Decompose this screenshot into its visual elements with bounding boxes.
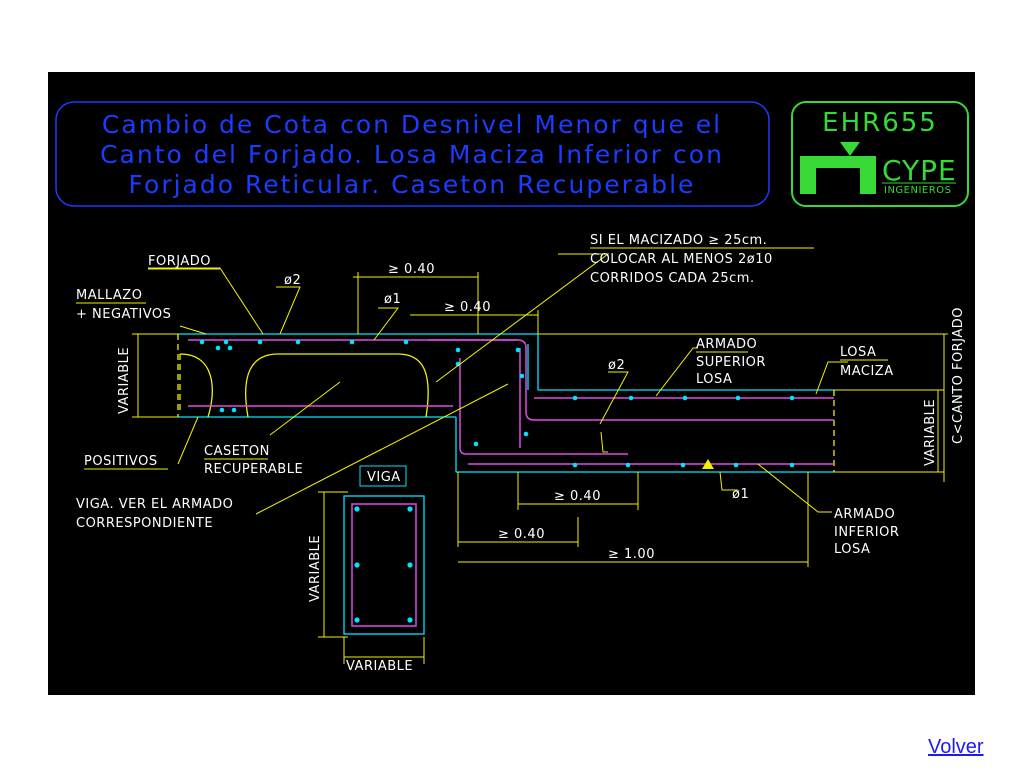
- title-line-3: Forjado Reticular. Caseton Recuperable: [129, 170, 696, 199]
- level-marker-icon: [702, 459, 714, 469]
- cype-logo: EHR655 CYPE INGENIEROS: [791, 101, 969, 207]
- label-caseton: CASETON: [204, 444, 270, 459]
- logo-brand: CYPE: [882, 154, 957, 187]
- beam-section: [343, 465, 425, 635]
- label-viga-note-1: VIGA. VER EL ARMADO: [76, 497, 233, 512]
- label-maciza: MACIZA: [840, 364, 894, 379]
- logo-code: EHR655: [822, 108, 938, 138]
- labels: FORJADO MALLAZO + NEGATIVOS VARIABLE POS…: [76, 233, 966, 674]
- label-armado-inf-3: LOSA: [834, 542, 870, 557]
- label-mallazo: MALLAZO: [76, 288, 142, 303]
- caseton-voids: [177, 334, 835, 472]
- dim-040-a: ≥ 0.40: [388, 262, 435, 277]
- label-viga-box: VIGA: [367, 470, 401, 485]
- dim-100: ≥ 1.00: [608, 547, 655, 562]
- label-variable-right: VARIABLE: [923, 399, 938, 466]
- label-viga-note-2: CORRESPONDIENTE: [76, 516, 213, 531]
- label-phi2-top: ø2: [284, 273, 301, 288]
- note-line-3: CORRIDOS CADA 25cm.: [590, 271, 755, 286]
- logo-sub: INGENIEROS: [884, 185, 951, 196]
- label-forjado: FORJADO: [148, 254, 211, 269]
- label-positivos: POSITIVOS: [84, 454, 158, 469]
- label-armado-sup-3: LOSA: [696, 372, 732, 387]
- cad-drawing: Cambio de Cota con Desnivel Menor que el…: [48, 72, 975, 695]
- detail-drawing: Cambio de Cota con Desnivel Menor que el…: [55, 101, 969, 674]
- dimension-lines: [132, 272, 948, 664]
- note-line-1: SI EL MACIZADO ≥ 25cm.: [590, 233, 767, 248]
- rebar-dots: [199, 339, 795, 468]
- label-armado-inf-1: ARMADO: [834, 507, 895, 522]
- title-line-1: Cambio de Cota con Desnivel Menor que el: [102, 110, 722, 139]
- title-block: Cambio de Cota con Desnivel Menor que el…: [55, 101, 770, 207]
- label-recuperable: RECUPERABLE: [204, 462, 303, 477]
- label-losa: LOSA: [840, 345, 876, 360]
- label-armado-inf-2: INFERIOR: [834, 525, 899, 540]
- label-phi1-bottom: ø1: [732, 487, 749, 502]
- leader-lines: [148, 253, 848, 515]
- label-variable-beam-h: VARIABLE: [346, 659, 413, 674]
- label-negativos: + NEGATIVOS: [76, 307, 171, 322]
- label-armado-sup-1: ARMADO: [696, 337, 757, 352]
- label-variable-left: VARIABLE: [117, 347, 132, 414]
- note-line-2: COLOCAR AL MENOS 2ø10: [590, 252, 773, 267]
- title-frame: [55, 101, 770, 207]
- label-variable-beam-v: VARIABLE: [308, 535, 323, 602]
- logo-mark-icon: [800, 142, 876, 194]
- dim-040-b: ≥ 0.40: [444, 300, 491, 315]
- dim-040-d: ≥ 0.40: [498, 527, 545, 542]
- label-phi1-top: ø1: [384, 292, 401, 307]
- label-underlines: [76, 247, 888, 470]
- label-armado-sup-2: SUPERIOR: [696, 355, 766, 370]
- label-phi2-right: ø2: [608, 358, 625, 373]
- dim-040-c: ≥ 0.40: [554, 489, 601, 504]
- logo-frame: [791, 101, 969, 207]
- title-line-2: Canto del Forjado. Losa Maciza Inferior …: [100, 140, 724, 169]
- volver-link[interactable]: Volver: [928, 736, 984, 758]
- label-canto-forjado: C<CANTO FORJADO: [951, 307, 966, 444]
